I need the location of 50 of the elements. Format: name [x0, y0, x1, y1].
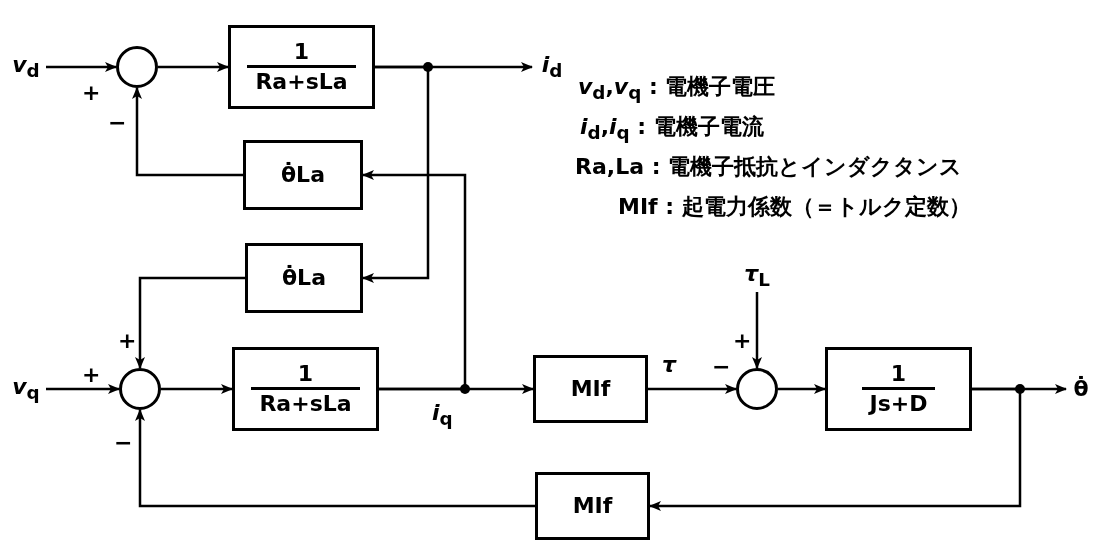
numerator-text: 1	[296, 362, 315, 387]
signal-arrow	[752, 292, 762, 369]
transfer-function-block	[232, 347, 379, 431]
plus-sign: +	[733, 330, 752, 352]
block-label: θ̇La	[281, 162, 325, 188]
minus-sign: −	[114, 432, 133, 454]
gain-block	[533, 355, 648, 423]
signal-arrow	[649, 387, 1022, 511]
numerator-text: 1	[889, 362, 908, 387]
denominator-text: Js+D	[861, 386, 936, 416]
definition-text: v$_{d}$,v$_{q}$ : 電機子電圧	[578, 76, 776, 103]
signal-arrow	[135, 276, 245, 369]
block-label: MIf	[572, 493, 613, 519]
signal-arrow	[648, 384, 737, 394]
transfer-function-block	[228, 25, 375, 109]
signal-label: v$_{d}$	[12, 52, 40, 82]
signal-label: v$_{q}$	[12, 374, 40, 404]
signal-arrow	[362, 65, 430, 283]
transfer-function-block	[825, 347, 972, 431]
signal-label: i$_{q}$	[432, 402, 453, 429]
signal-label: θ̇	[1073, 376, 1089, 402]
numerator-text: 1	[292, 40, 311, 65]
signal-arrow	[135, 409, 535, 508]
minus-sign: −	[712, 356, 731, 378]
summing-junction	[116, 46, 158, 88]
summing-junction	[119, 368, 161, 410]
signal-label: τ$_{L}$	[744, 261, 770, 291]
signal-arrow	[132, 87, 243, 177]
minus-sign: −	[108, 112, 127, 134]
gain-block	[245, 243, 363, 313]
plus-sign: +	[82, 364, 101, 386]
definition-text: Ra,La : 電機子抵抗とインダクタンス	[575, 156, 963, 178]
summing-junction	[736, 368, 778, 410]
denominator-text: Ra+sLa	[251, 386, 360, 416]
signal-arrow	[158, 62, 229, 72]
signal-label: i$_{d}$	[541, 52, 563, 82]
block-label: θ̇La	[282, 265, 326, 291]
signal-arrow	[161, 384, 233, 394]
signal-arrow	[46, 384, 120, 394]
signal-arrow	[778, 384, 826, 394]
signal-arrow	[379, 384, 534, 394]
definition-text: i$_{d}$,i$_{q}$ : 電機子電流	[580, 116, 764, 143]
block-label: MIf	[570, 376, 611, 402]
signal-arrow	[46, 62, 117, 72]
plus-sign: +	[82, 82, 101, 104]
plus-sign: +	[118, 330, 137, 352]
gain-block	[535, 472, 650, 540]
denominator-text: Ra+sLa	[247, 64, 356, 94]
gain-block	[243, 140, 363, 210]
definition-text: MIf : 起電力係数（＝トルク定数）	[618, 196, 971, 218]
